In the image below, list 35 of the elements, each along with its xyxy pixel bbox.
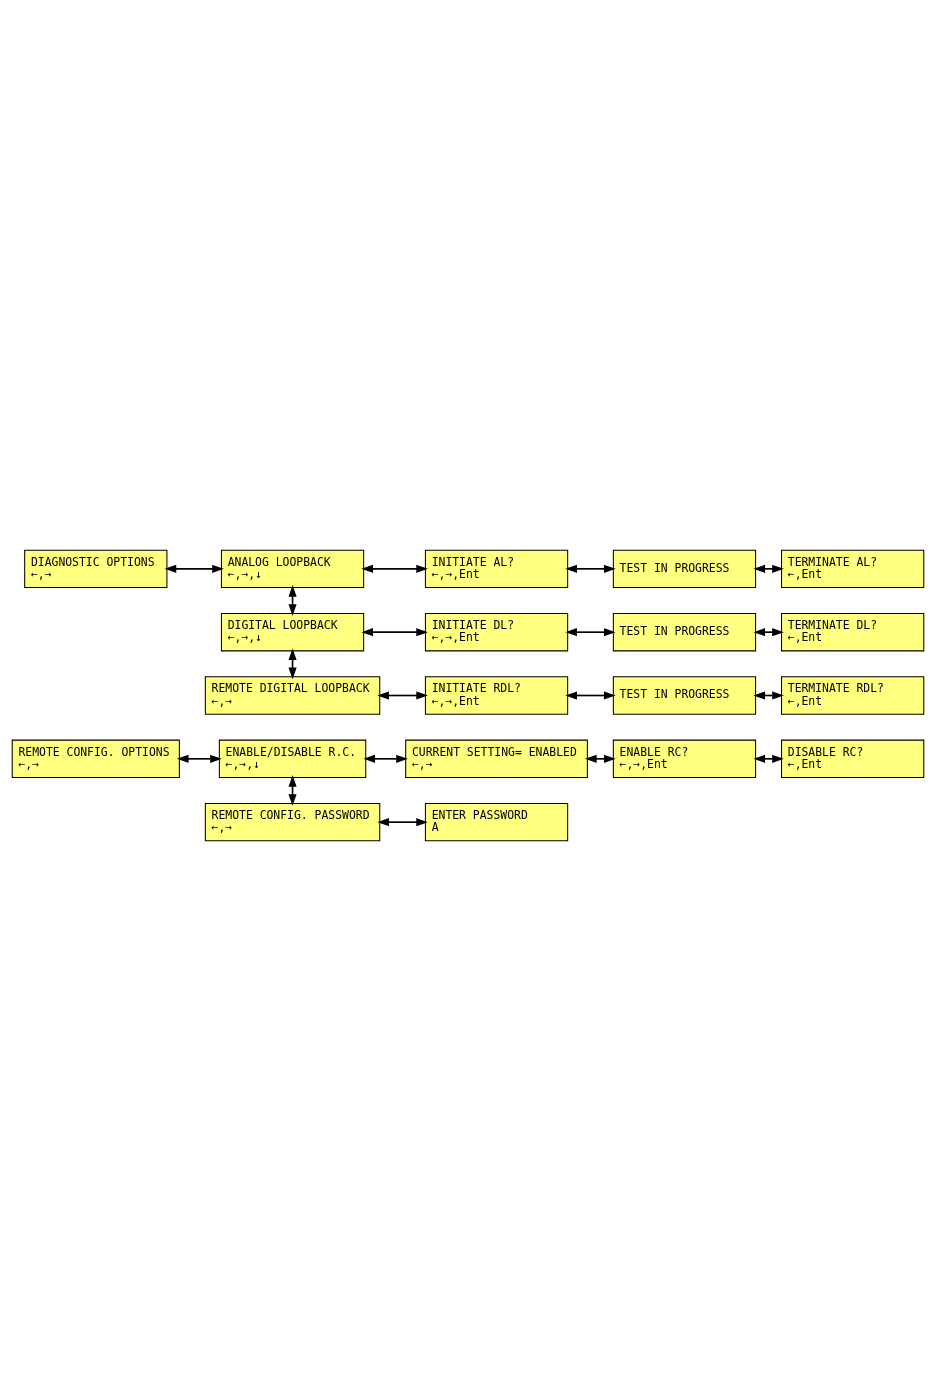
arrow (361, 564, 428, 573)
node-box: REMOTE CONFIG. PASSWORD ←,→ (204, 802, 381, 841)
node-box: TEST IN PROGRESS (612, 549, 757, 588)
node-box: INITIATE DL? ←,→,Ent (424, 612, 569, 651)
node-box: INITIATE AL? ←,→,Ent (424, 549, 569, 588)
node-box: TERMINATE AL? ←,Ent (781, 549, 925, 588)
node-box: DIAGNOSTIC OPTIONS ←,→ (24, 549, 168, 588)
node-box: TEST IN PROGRESS (612, 675, 757, 715)
arrow (753, 564, 784, 573)
arrow (361, 627, 428, 636)
arrow (753, 690, 784, 700)
arrow (363, 754, 408, 763)
arrow (164, 564, 224, 573)
node-box: ENTER PASSWORD A (424, 802, 569, 841)
arrow (565, 690, 616, 700)
node-box: ENABLE RC? ←,→,Ent (612, 739, 757, 778)
node-box: TERMINATE DL? ←,Ent (781, 612, 925, 651)
arrow (565, 564, 616, 573)
node-box: TEST IN PROGRESS (612, 612, 757, 651)
arrow (377, 690, 428, 700)
arrow (176, 754, 222, 763)
node-box: ANALOG LOOPBACK ←,→,↓ (220, 549, 365, 588)
arrow (753, 754, 784, 763)
arrow (377, 817, 428, 826)
node-box: INITIATE RDL? ←,→,Ent (424, 675, 569, 715)
node-box: REMOTE CONFIG. OPTIONS ←,→ (11, 739, 180, 778)
node-box: CURRENT SETTING= ENABLED ←,→ (405, 739, 588, 778)
arrow (565, 627, 616, 636)
node-box: DISABLE RC? ←,Ent (781, 739, 925, 778)
node-box: REMOTE DIGITAL LOOPBACK ←,→ (204, 675, 381, 715)
node-box: ENABLE/DISABLE R.C. ←,→,↓ (218, 739, 367, 778)
arrow (753, 627, 784, 636)
node-box: TERMINATE RDL? ←,Ent (781, 675, 925, 715)
arrow (585, 754, 616, 763)
node-box: DIGITAL LOOPBACK ←,→,↓ (220, 612, 365, 651)
